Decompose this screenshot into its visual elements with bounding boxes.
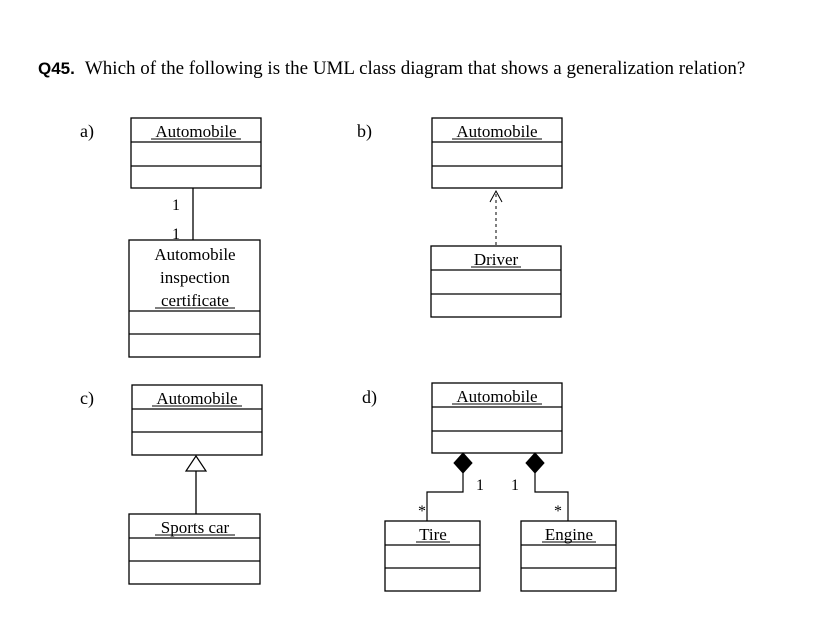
question-number: Q45.	[38, 59, 75, 78]
question: Q45. Which of the following is the UML cl…	[38, 58, 745, 80]
multiplicity-bottom: 1	[172, 226, 180, 243]
option-d-label: d)	[362, 387, 377, 408]
multiplicity-engine-part: *	[554, 503, 562, 520]
class-box-driver: Driver	[430, 245, 562, 318]
class-name: Engine	[545, 525, 593, 544]
multiplicity-top: 1	[172, 197, 180, 214]
option-a[interactable]: a) Automobile 1 1 Automobile inspection …	[80, 117, 262, 358]
class-name-line-2: inspection	[160, 268, 230, 287]
class-name: Tire	[419, 525, 447, 544]
class-box-automobile-b: Automobile	[431, 117, 563, 189]
class-box-automobile-a: Automobile	[130, 117, 262, 189]
class-name: Driver	[474, 250, 519, 269]
class-name-line-1: Automobile	[154, 245, 235, 264]
option-b[interactable]: b) Automobile Driver	[357, 117, 563, 318]
class-name: Automobile	[156, 389, 237, 408]
class-box-sports-car: Sports car	[128, 513, 261, 585]
question-text: Which of the following is the UML class …	[84, 58, 746, 79]
class-name: Sports car	[161, 518, 230, 537]
hollow-triangle-arrowhead-icon	[184, 454, 208, 472]
composition-line-tire	[426, 473, 464, 521]
class-name: Automobile	[456, 122, 537, 141]
option-c[interactable]: c) Automobile Sports car	[80, 384, 263, 585]
filled-diamond-icon	[453, 452, 473, 474]
class-name: Automobile	[155, 122, 236, 141]
composition-line-engine	[534, 473, 569, 521]
class-box-inspection-certificate: Automobile inspection certificate	[128, 239, 261, 358]
option-b-label: b)	[357, 121, 372, 142]
class-box-automobile-c: Automobile	[131, 384, 263, 456]
class-box-tire: Tire	[384, 520, 481, 592]
multiplicity-engine-whole: 1	[511, 477, 519, 494]
multiplicity-tire-whole: 1	[476, 477, 484, 494]
option-c-label: c)	[80, 388, 94, 409]
class-box-automobile-d: Automobile	[431, 382, 563, 454]
filled-diamond-icon	[525, 452, 545, 474]
class-name: Automobile	[456, 387, 537, 406]
option-a-label: a)	[80, 121, 94, 142]
multiplicity-tire-part: *	[418, 503, 426, 520]
class-box-engine: Engine	[520, 520, 617, 592]
option-d[interactable]: d) Automobile 1 * 1 * Tire En	[362, 382, 617, 592]
class-name-line-3: certificate	[161, 291, 229, 310]
open-arrowhead-icon	[489, 189, 503, 203]
